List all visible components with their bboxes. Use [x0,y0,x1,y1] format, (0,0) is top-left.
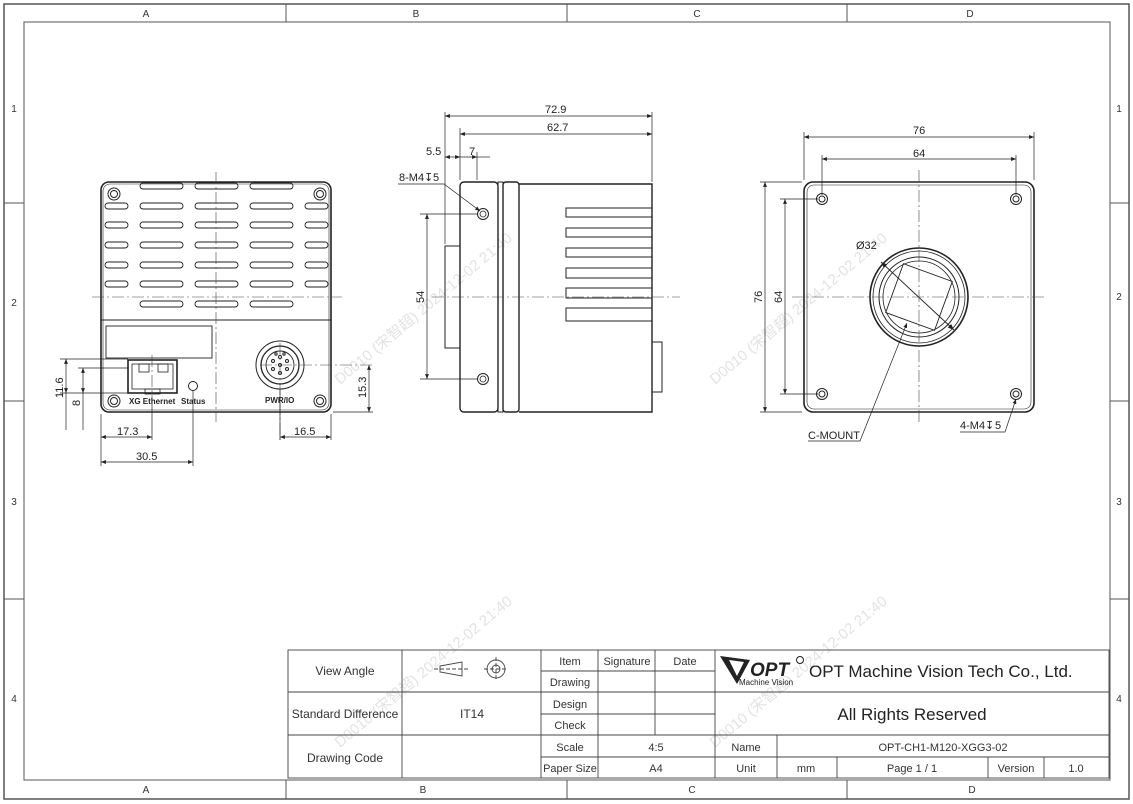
thread-callout-8-m4: 8-M4 [399,172,424,184]
name-label: Name [731,742,760,754]
zone-col-a: A [143,785,150,796]
thread-depth: 5 [433,172,439,184]
zone-col-d: D [966,9,973,20]
status-led [188,381,198,391]
zone-col-c: C [688,785,695,796]
drawing-code-label: Drawing Code [307,751,383,765]
xg-ethernet-port [127,359,178,394]
zone-row-4: 4 [1116,694,1122,705]
dim-5-5: 5.5 [426,146,441,158]
dim-phi-32: Ø32 [856,240,877,252]
status-label: Status [181,397,206,406]
depth-symbol: ↧ [985,420,994,432]
zone-labels: A B C D A B C D 1 2 3 4 1 2 3 4 [11,9,1122,796]
dim-30-5: 30.5 [136,451,157,463]
watermark-text: D0010 (宋智超) 2024-12-02 21:40 [331,229,516,388]
scale-label: Scale [556,742,584,754]
zone-row-1: 1 [11,104,17,115]
dim-76-top: 76 [913,125,925,137]
zone-row-1: 1 [1116,104,1122,115]
item-header: Item [559,656,580,668]
zone-col-b: B [413,9,420,20]
dim-54: 54 [415,291,427,303]
dim-16-5: 16.5 [294,426,315,438]
zone-row-2: 2 [1116,292,1122,303]
date-header: Date [673,656,696,668]
all-rights-reserved: All Rights Reserved [837,705,986,724]
heatsink-slots [104,182,329,308]
zone-row-2: 2 [11,298,17,309]
title-block [287,649,1110,779]
zone-col-c: C [693,9,700,20]
design-row-label: Design [553,699,587,711]
dim-17-3: 17.3 [117,426,138,438]
paper-size-value: A4 [649,763,662,775]
unit-label: Unit [736,763,756,775]
zone-row-3: 3 [11,497,17,508]
zone-row-3: 3 [1116,497,1122,508]
check-row-label: Check [554,720,586,732]
dim-8: 8 [71,400,83,406]
standard-difference-value: IT14 [460,707,484,721]
zone-row-4: 4 [11,694,17,705]
front-view [92,172,375,440]
version-value: 1.0 [1068,763,1083,775]
logo-subtext: Machine Vision [739,678,793,687]
c-mount-label: C-MOUNT [808,430,860,442]
dim-15-3: 15.3 [357,377,369,398]
paper-size-label: Paper Size [543,763,597,775]
drawing-row-label: Drawing [550,677,590,689]
rear-dimension-lines [760,132,1035,442]
name-value: OPT-CH1-M120-XGG3-02 [879,742,1008,754]
depth-symbol: ↧ [424,172,433,184]
front-dimension-lines [60,358,373,466]
dim-64-top: 64 [913,148,925,160]
side-dimension-lines [398,112,653,380]
side-view [432,181,680,413]
watermark-text: D0010 (宋智超) 2024-12-02 21:40 [706,229,891,388]
unit-value: mm [797,763,815,775]
dim-11-6: 11.6 [54,377,66,398]
view-angle-label: View Angle [315,664,374,678]
zone-col-a: A [143,9,150,20]
sheet-border [3,3,1130,800]
thread-depth: 5 [995,420,1001,432]
rear-view [792,170,1046,424]
version-label: Version [998,763,1035,775]
dim-7: 7 [469,146,475,158]
dim-62-7: 62.7 [547,122,568,134]
dim-72-9: 72.9 [545,104,566,116]
company-name: OPT Machine Vision Tech Co., Ltd. [809,662,1073,681]
opt-logo: OPT Machine Vision [720,656,804,687]
dim-64-left: 64 [773,291,785,303]
logo-text: OPT [750,660,790,681]
zone-col-b: B [420,785,427,796]
standard-difference-label: Standard Difference [292,707,399,721]
signature-header: Signature [603,656,650,668]
thread-callout-4-m4: 4-M4 [960,420,985,432]
projection-symbol-icon [434,657,508,681]
page-indicator: Page 1 / 1 [887,763,937,775]
scale-value: 4:5 [648,742,663,754]
zone-col-d: D [968,785,975,796]
dim-76-left: 76 [753,291,765,303]
